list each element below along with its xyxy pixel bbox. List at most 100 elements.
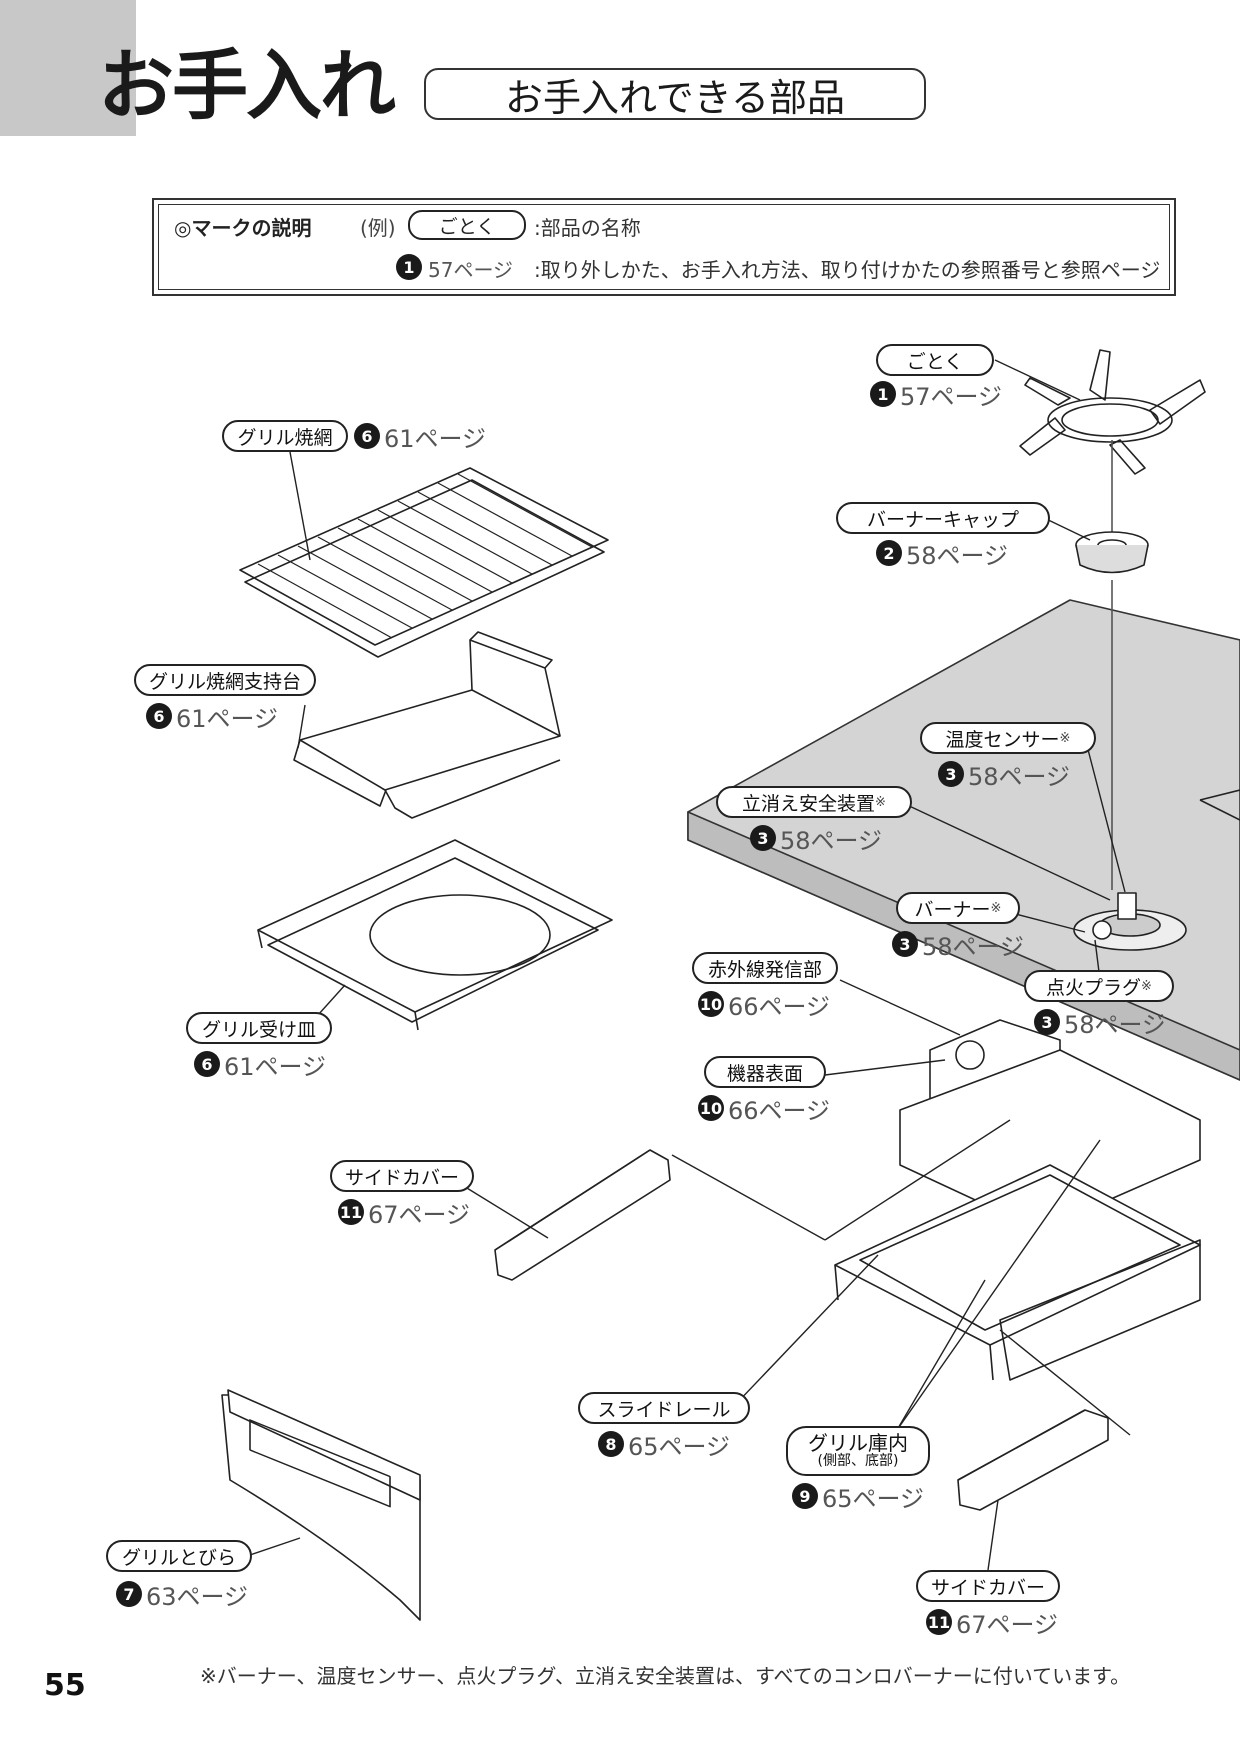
ref-page: 58ページ	[906, 541, 1009, 570]
slide-rail-label: スライドレール	[578, 1392, 750, 1424]
ref-page: 61ページ	[224, 1052, 327, 1081]
grill-door-label: グリルとびら	[106, 1540, 252, 1572]
gotoku-label: ごとく	[876, 344, 994, 376]
ref-number-badge: 3	[750, 825, 776, 851]
ref-number-badge: 3	[892, 931, 918, 957]
legend-example-label: (例)	[360, 216, 396, 240]
infrared-label: 赤外線発信部	[692, 952, 838, 984]
ref-page: 58ページ	[1064, 1010, 1167, 1039]
ref-number-badge: 11	[926, 1609, 952, 1635]
ref-page: 65ページ	[628, 1432, 731, 1461]
section-tab	[0, 0, 136, 136]
side-cover-right-label: サイドカバー	[916, 1570, 1060, 1602]
safety-device-name: 立消え安全装置	[742, 792, 876, 815]
legend-title: ◎マークの説明	[174, 216, 312, 240]
ref-page: 58ページ	[922, 932, 1025, 961]
countertop-illustration	[687, 599, 1240, 1081]
legend-example-pill: ごとく	[408, 210, 526, 240]
gotoku-illustration	[1019, 349, 1206, 475]
footnote-mark: ※	[875, 794, 886, 810]
ref-page: 57ページ	[900, 382, 1003, 411]
ref-number-badge: 6	[194, 1051, 220, 1077]
footnote-mark: ※	[1141, 978, 1152, 994]
grill-inside-name: グリル庫内	[808, 1431, 908, 1456]
safety-device-label: 立消え安全装置※	[716, 786, 912, 818]
igniter-name: 点火プラグ	[1046, 976, 1142, 999]
grill-net-stand-label: グリル焼網支持台	[134, 664, 316, 696]
legend-inner-border	[158, 204, 1170, 290]
ref-number-badge: 3	[1034, 1009, 1060, 1035]
grill-inside-sub: (側部、底部)	[817, 1453, 899, 1470]
grill-net-illustration	[239, 467, 609, 658]
footnote-mark: ※	[1059, 730, 1071, 746]
legend-pill-desc: :部品の名称	[534, 216, 641, 240]
page-number: 55	[44, 1668, 86, 1703]
ref-number-badge: 8	[598, 1431, 624, 1457]
grill-pan-label: グリル受け皿	[186, 1012, 332, 1044]
burner-cap-label: バーナーキャップ	[836, 502, 1050, 534]
burner-illustration	[1073, 892, 1187, 951]
legend-number-desc: :取り外しかた、お手入れ方法、取り付けかたの参照番号と参照ページ	[534, 258, 1161, 282]
ref-page: 61ページ	[384, 424, 487, 453]
side-cover-left-illustration	[494, 1149, 671, 1281]
ref-number-badge: 2	[876, 540, 902, 566]
ref-page: 61ページ	[176, 704, 279, 733]
ref-page: 67ページ	[368, 1200, 471, 1229]
side-cover-right-illustration	[957, 1409, 1109, 1511]
grill-net-stand-illustration	[293, 631, 561, 819]
ref-page: 66ページ	[728, 992, 831, 1021]
footnote: ※バーナー、温度センサー、点火プラグ、立消え安全装置は、すべてのコンロバーナーに…	[200, 1664, 1131, 1688]
surface-label: 機器表面	[704, 1056, 826, 1088]
mark-legend: ◎マークの説明 (例) ごとく :部品の名称 1 57ページ :取り外しかた、お…	[152, 198, 1176, 296]
ref-number-badge: 7	[116, 1581, 142, 1607]
ref-number-badge: 3	[938, 761, 964, 787]
footnote-mark: ※	[990, 900, 1002, 916]
burner-label: バーナー※	[896, 892, 1020, 924]
grill-body-illustration	[834, 1019, 1201, 1381]
burner-name: バーナー	[914, 898, 991, 921]
ref-page: 58ページ	[968, 762, 1071, 791]
ref-page: 66ページ	[728, 1096, 831, 1125]
legend-page-ref: 57ページ	[428, 258, 514, 282]
grill-inside-label: グリル庫内(側部、底部)	[786, 1426, 930, 1476]
ref-page: 58ページ	[780, 826, 883, 855]
ref-number-badge: 6	[354, 423, 380, 449]
legend-number-badge: 1	[396, 254, 422, 280]
ref-number-badge: 9	[792, 1483, 818, 1509]
ref-number-badge: 10	[698, 1095, 724, 1121]
ref-page: 65ページ	[822, 1484, 925, 1513]
ref-page: 63ページ	[146, 1582, 249, 1611]
grill-net-label: グリル焼網	[222, 420, 348, 452]
side-cover-left-label: サイドカバー	[330, 1160, 474, 1192]
temp-sensor-label: 温度センサー※	[920, 722, 1096, 754]
ref-page: 67ページ	[956, 1610, 1059, 1639]
section-title: お手入れ	[98, 41, 396, 130]
ref-number-badge: 11	[338, 1199, 364, 1225]
igniter-label: 点火プラグ※	[1024, 970, 1174, 1002]
page-subtitle: お手入れできる部品	[424, 68, 926, 120]
grill-door-illustration	[221, 1389, 421, 1621]
ref-number-badge: 6	[146, 703, 172, 729]
grill-pan-illustration	[257, 839, 613, 1031]
temp-sensor-name: 温度センサー	[945, 728, 1060, 751]
ref-number-badge: 1	[870, 381, 896, 407]
leader-lines	[249, 359, 1131, 1571]
ref-number-badge: 10	[698, 991, 724, 1017]
